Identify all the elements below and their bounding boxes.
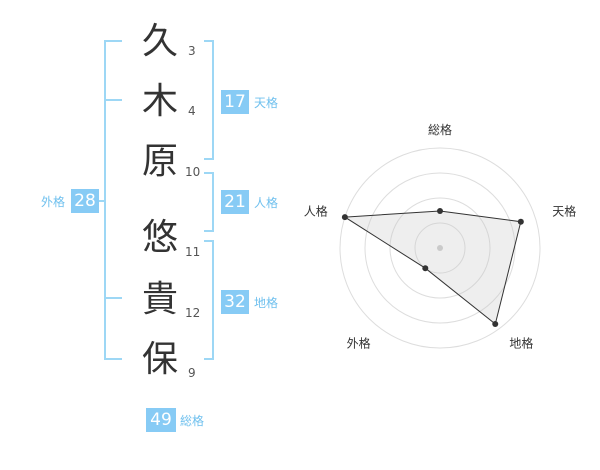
chikaku-label: 地格 [254,296,279,310]
stroke-count-4: 11 [185,245,201,259]
radar-ring-2 [389,197,491,299]
tenkaku-label: 天格 [254,96,279,110]
chikaku-bracket-line [212,240,214,360]
gaikaku-bracket-tick-2 [104,297,122,299]
name-char-1: 久 [141,21,178,62]
radar-grid [339,147,541,349]
stroke-count-1: 3 [188,44,196,58]
gaikaku-connector [98,200,106,202]
gaikaku-label: 外格 [41,195,66,209]
jinkaku-badge: 21 [221,190,249,214]
stroke-count-3: 10 [185,165,201,179]
name-char-4: 悠 [141,217,178,258]
radar-point-5 [341,214,348,221]
radar-ring-1 [414,222,466,274]
stroke-count-5: 12 [185,306,201,320]
tenkaku-bracket-line [212,40,214,160]
radar-axis-label-2: 天格 [552,204,576,219]
radar-point-1 [437,208,443,214]
gaikaku-bracket-top [104,40,122,42]
stroke-count-6: 9 [188,366,196,380]
radar-axis-label-5: 人格 [304,204,328,219]
radar-axis-label-1: 総格 [428,122,452,137]
jinkaku-bracket-bottom [204,230,214,232]
name-char-3: 原 [141,141,178,182]
chikaku-bracket-top [204,240,214,242]
chikaku-badge: 32 [221,290,249,314]
radar-ring-4 [339,147,541,349]
soukaku-label: 総格 [180,414,205,428]
stroke-count-2: 4 [188,104,196,118]
soukaku-badge: 49 [146,408,176,432]
radar-ring-3 [364,172,516,324]
radar-point-2 [517,218,524,225]
gaikaku-bracket-tick-1 [104,99,122,101]
name-char-6: 保 [141,339,178,380]
radar-shape [341,208,524,328]
gaikaku-badge: 28 [71,189,99,213]
jinkaku-label: 人格 [254,196,279,210]
name-char-5: 貴 [141,279,178,320]
jinkaku-bracket-top [204,172,214,174]
gaikaku-bracket-bottom [104,358,122,360]
radar-axis-label-4: 外格 [347,336,371,351]
radar-axis-label-3: 地格 [509,336,533,351]
tenkaku-bracket-bottom [204,158,214,160]
chikaku-bracket-bottom [204,358,214,360]
name-char-2: 木 [141,81,178,122]
jinkaku-bracket-line [212,172,214,232]
tenkaku-bracket-top [204,40,214,42]
tenkaku-badge: 17 [221,90,249,114]
radar-center-dot [437,245,443,251]
radar-point-4 [422,265,429,272]
radar-point-3 [492,321,499,328]
radar-polygon [343,210,522,325]
